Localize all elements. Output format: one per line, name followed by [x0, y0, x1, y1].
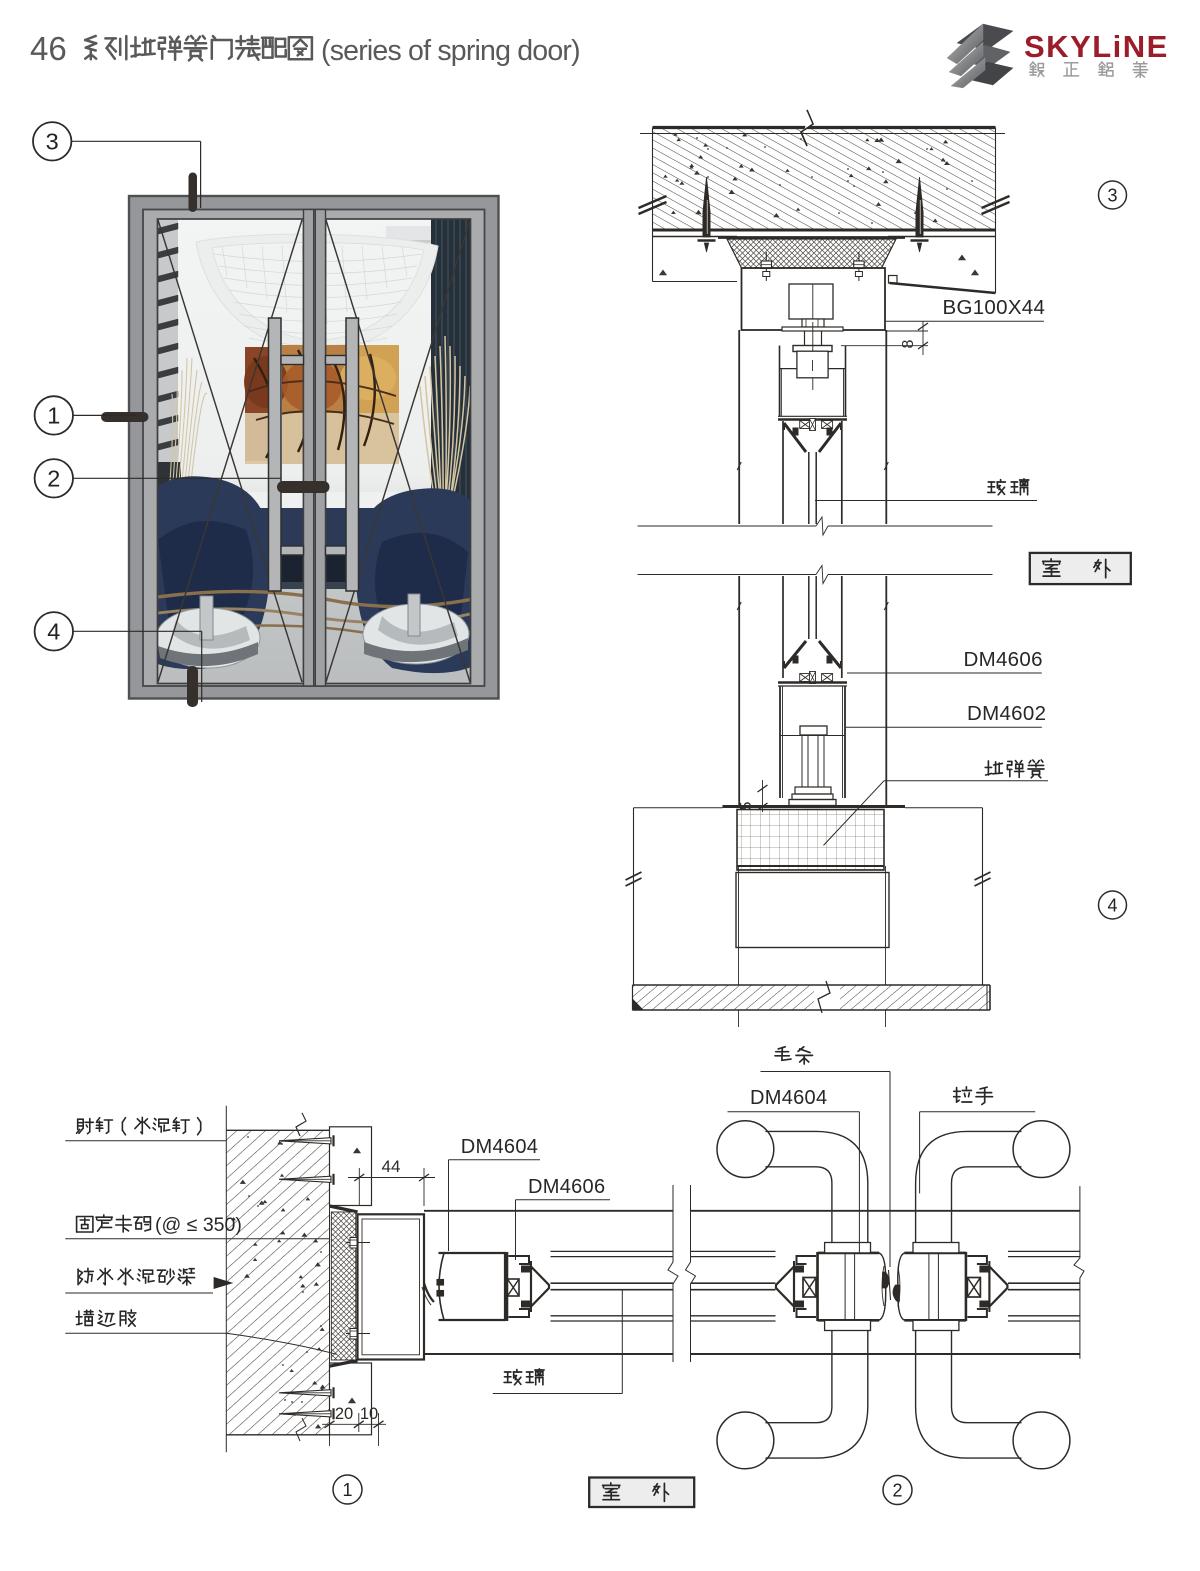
svg-text:DM4602: DM4602 [967, 702, 1046, 725]
svg-text:5: 5 [738, 801, 755, 810]
svg-text:20: 20 [335, 1405, 353, 1423]
svg-text:1: 1 [342, 1480, 352, 1500]
svg-text:DM4606: DM4606 [964, 648, 1043, 671]
svg-text:10: 10 [360, 1405, 378, 1423]
svg-text:4: 4 [47, 619, 60, 645]
svg-text:4: 4 [1107, 896, 1117, 916]
svg-text:DM4606: DM4606 [528, 1176, 605, 1198]
svg-text:44: 44 [382, 1157, 401, 1176]
svg-text:SKYLiNE: SKYLiNE [1024, 29, 1169, 64]
svg-text:(@ ≤ 350): (@ ≤ 350) [155, 1214, 242, 1236]
svg-text:2: 2 [892, 1481, 902, 1501]
svg-text:DM4604: DM4604 [461, 1136, 538, 1158]
svg-text:3: 3 [1107, 186, 1117, 206]
svg-text:(series of spring door): (series of spring door) [321, 35, 580, 67]
svg-text:3: 3 [46, 129, 59, 155]
svg-text:2: 2 [47, 466, 60, 492]
svg-text:BG100X44: BG100X44 [943, 296, 1046, 319]
svg-text:1: 1 [47, 403, 60, 429]
svg-text:46: 46 [30, 30, 67, 67]
svg-text:DM4604: DM4604 [750, 1087, 827, 1109]
svg-text:8: 8 [900, 339, 917, 348]
